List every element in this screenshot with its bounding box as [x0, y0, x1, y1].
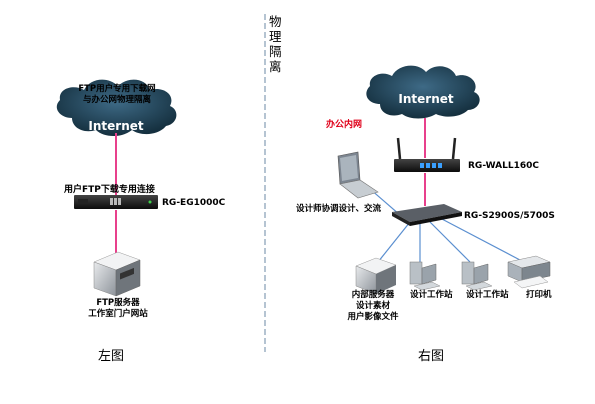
printer-label: 打印机: [526, 290, 552, 300]
laptop-label: 设计师协调设计、交流: [296, 204, 382, 214]
ftp-network-note: FTP用户专用下载网 与办公网物理隔离: [62, 84, 172, 106]
left-caption: 左图: [98, 349, 125, 364]
internet-cloud-right: [366, 65, 480, 119]
firewall-label: RG-WALL160C: [468, 161, 539, 171]
ftp-network-note-line2: 与办公网物理隔离: [82, 95, 151, 105]
right-caption: 右图: [418, 349, 445, 364]
switch-links: [361, 181, 521, 263]
ftp-link-label: 用户FTP下载专用连接: [64, 185, 155, 195]
internal-server-label-line1: 内部服务器: [351, 290, 395, 300]
internal-server-label: 内部服务器 设计素材 用户影像文件: [338, 290, 408, 323]
internal-server-label-line2: 设计素材: [355, 301, 390, 311]
printer: [507, 255, 551, 289]
workstation-2: [461, 261, 493, 291]
internal-server-label-line3: 用户影像文件: [347, 312, 399, 322]
switch-label: RG-S2900S/5700S: [464, 211, 555, 221]
ftp-server-label-line2: 工作室门户网站: [88, 309, 148, 319]
workstation-1: [409, 261, 441, 291]
router-eg1000c: [74, 195, 158, 209]
physical-isolation-label: 物理隔离: [269, 14, 282, 74]
router-eg1000c-label: RG-EG1000C: [162, 198, 226, 208]
ftp-server: [93, 251, 141, 297]
internet-cloud-left: [56, 79, 177, 136]
switch-s2900s: [392, 204, 462, 226]
ftp-network-note-line1: FTP用户专用下载网: [78, 84, 156, 94]
ftp-server-label-line1: FTP服务器: [96, 298, 140, 308]
ftp-server-label: FTP服务器 工作室门户网站: [66, 298, 170, 320]
internet-label-left: Internet: [88, 119, 144, 133]
workstation-2-label: 设计工作站: [466, 290, 509, 300]
internet-label-right: Internet: [398, 92, 454, 106]
office-net-label: 办公内网: [326, 120, 363, 130]
laptop: [337, 151, 379, 199]
firewall-wall160c: [394, 137, 460, 172]
internal-server: [355, 257, 397, 295]
workstation-1-label: 设计工作站: [410, 290, 453, 300]
